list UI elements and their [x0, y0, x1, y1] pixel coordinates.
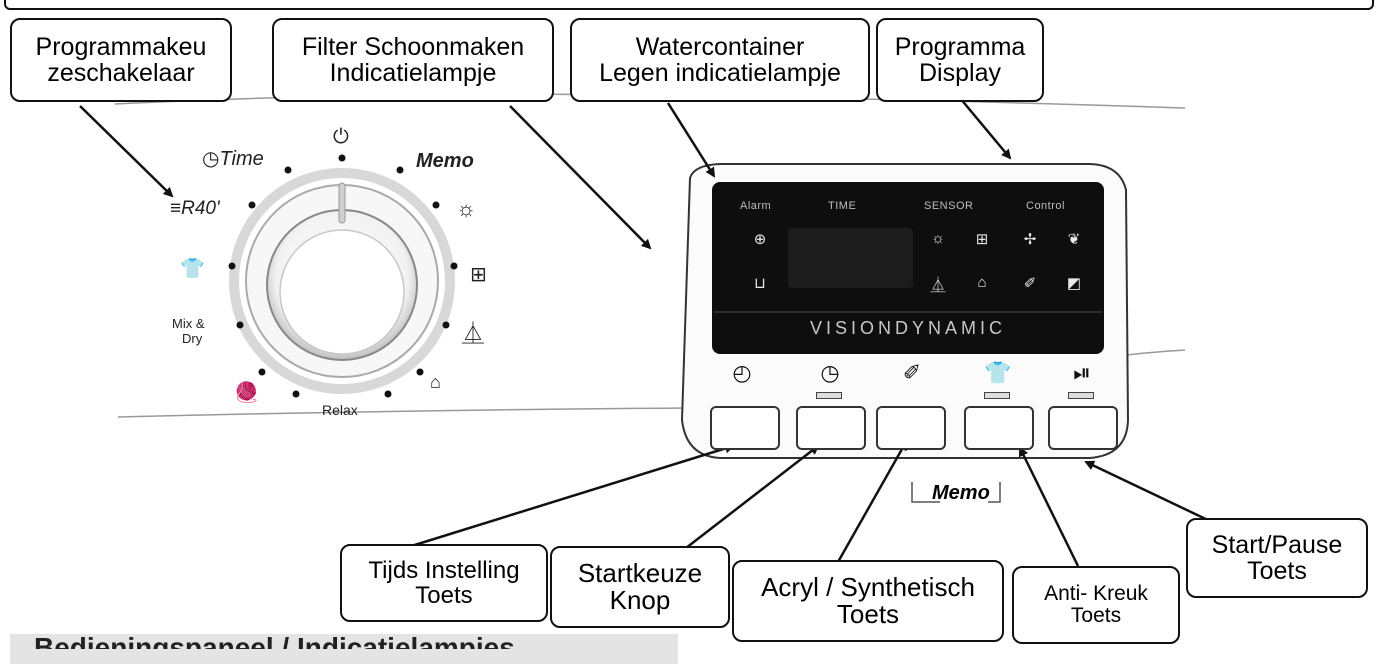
arrow-filter-lamp — [509, 105, 652, 250]
top-border — [4, 0, 1374, 10]
arrow-start-delay — [685, 444, 820, 549]
arrow-acryl — [836, 440, 908, 563]
hanger-icon: ⏅ — [462, 321, 485, 346]
sun-icon: ☼ — [456, 196, 477, 221]
shirt-icon: 👕 — [180, 258, 205, 280]
arrow-water-lamp — [666, 102, 716, 178]
dial-ring — [229, 168, 455, 394]
led-start-pause — [1068, 392, 1094, 399]
start-delay-button[interactable] — [796, 406, 866, 450]
display-brand: VISIONDYNAMIC — [809, 318, 1007, 338]
fan-icon: ✢ — [1023, 231, 1037, 248]
hanger-icon: ⏅ — [930, 277, 946, 294]
arrow-program-switch — [79, 105, 174, 198]
water-container-icon: ⊔ — [754, 275, 766, 292]
cupboard-icon: ⊞ — [975, 231, 989, 248]
bottom-heading: Bedieningspaneel / Indicatielampjes — [34, 632, 515, 649]
play-pause-icon: ⏯ — [1073, 360, 1091, 385]
delay-icon: ◷ — [820, 360, 840, 385]
wool-icon: 🧶 — [234, 382, 259, 404]
display-time-label: TIME — [828, 200, 857, 212]
sun-icon: ☼ — [931, 230, 945, 247]
cupboard-icon: ⊞ — [470, 264, 487, 286]
clock-icon: ◴ — [732, 360, 752, 385]
dial-off-symbol: ⏻ — [333, 126, 349, 148]
dial-time-label: ◷Time — [202, 148, 264, 170]
start-pause-button[interactable] — [1048, 406, 1118, 450]
dial-memo-label: Memo — [416, 150, 474, 172]
machine-outline-bottom — [117, 407, 691, 418]
dial-dots — [228, 154, 458, 398]
memo-bracket — [911, 482, 1001, 503]
diagram-canvas — [79, 93, 1213, 567]
acryl-button[interactable] — [876, 406, 946, 450]
arrow-time-setting — [404, 443, 735, 550]
display-sensor-label: SENSOR — [924, 200, 974, 212]
anti-crease-button[interactable] — [964, 406, 1034, 450]
anti-crease-icon: ❦ — [1067, 231, 1081, 248]
iron-icon: ⌂ — [977, 274, 987, 291]
arrow-program-display — [959, 97, 1012, 160]
dial-relax-label: Relax — [322, 402, 358, 418]
acryl-icon: ✐ — [1023, 275, 1037, 292]
iron-icon: ⌂ — [430, 372, 441, 392]
led-start-delay — [816, 392, 842, 399]
arrow-start-pause — [1084, 460, 1213, 524]
display-control-label: Control — [1026, 200, 1065, 212]
acryl-icon: ✐ — [902, 360, 922, 385]
dial-mix-dry-label: Mix & Dry — [172, 316, 205, 346]
time-setting-button[interactable] — [710, 406, 780, 450]
led-anti-crease — [984, 392, 1010, 399]
display-alarm-label: Alarm — [740, 200, 772, 212]
timer-icon: ◷ — [202, 148, 220, 170]
display-time-window — [788, 228, 913, 288]
dial-knob-face — [279, 229, 405, 355]
dial-r40-label: ≡R40' — [170, 198, 220, 219]
memo-bracket-label: Memo — [932, 482, 990, 504]
arrow-anti-crease — [1018, 446, 1080, 567]
dial-pointer — [338, 182, 346, 224]
globe-icon: ⊕ — [753, 231, 767, 248]
filter-icon: ◩ — [1066, 275, 1082, 292]
rapid-icon: ≡ — [170, 198, 182, 219]
anti-crease-icon: 👕 — [984, 360, 1012, 385]
